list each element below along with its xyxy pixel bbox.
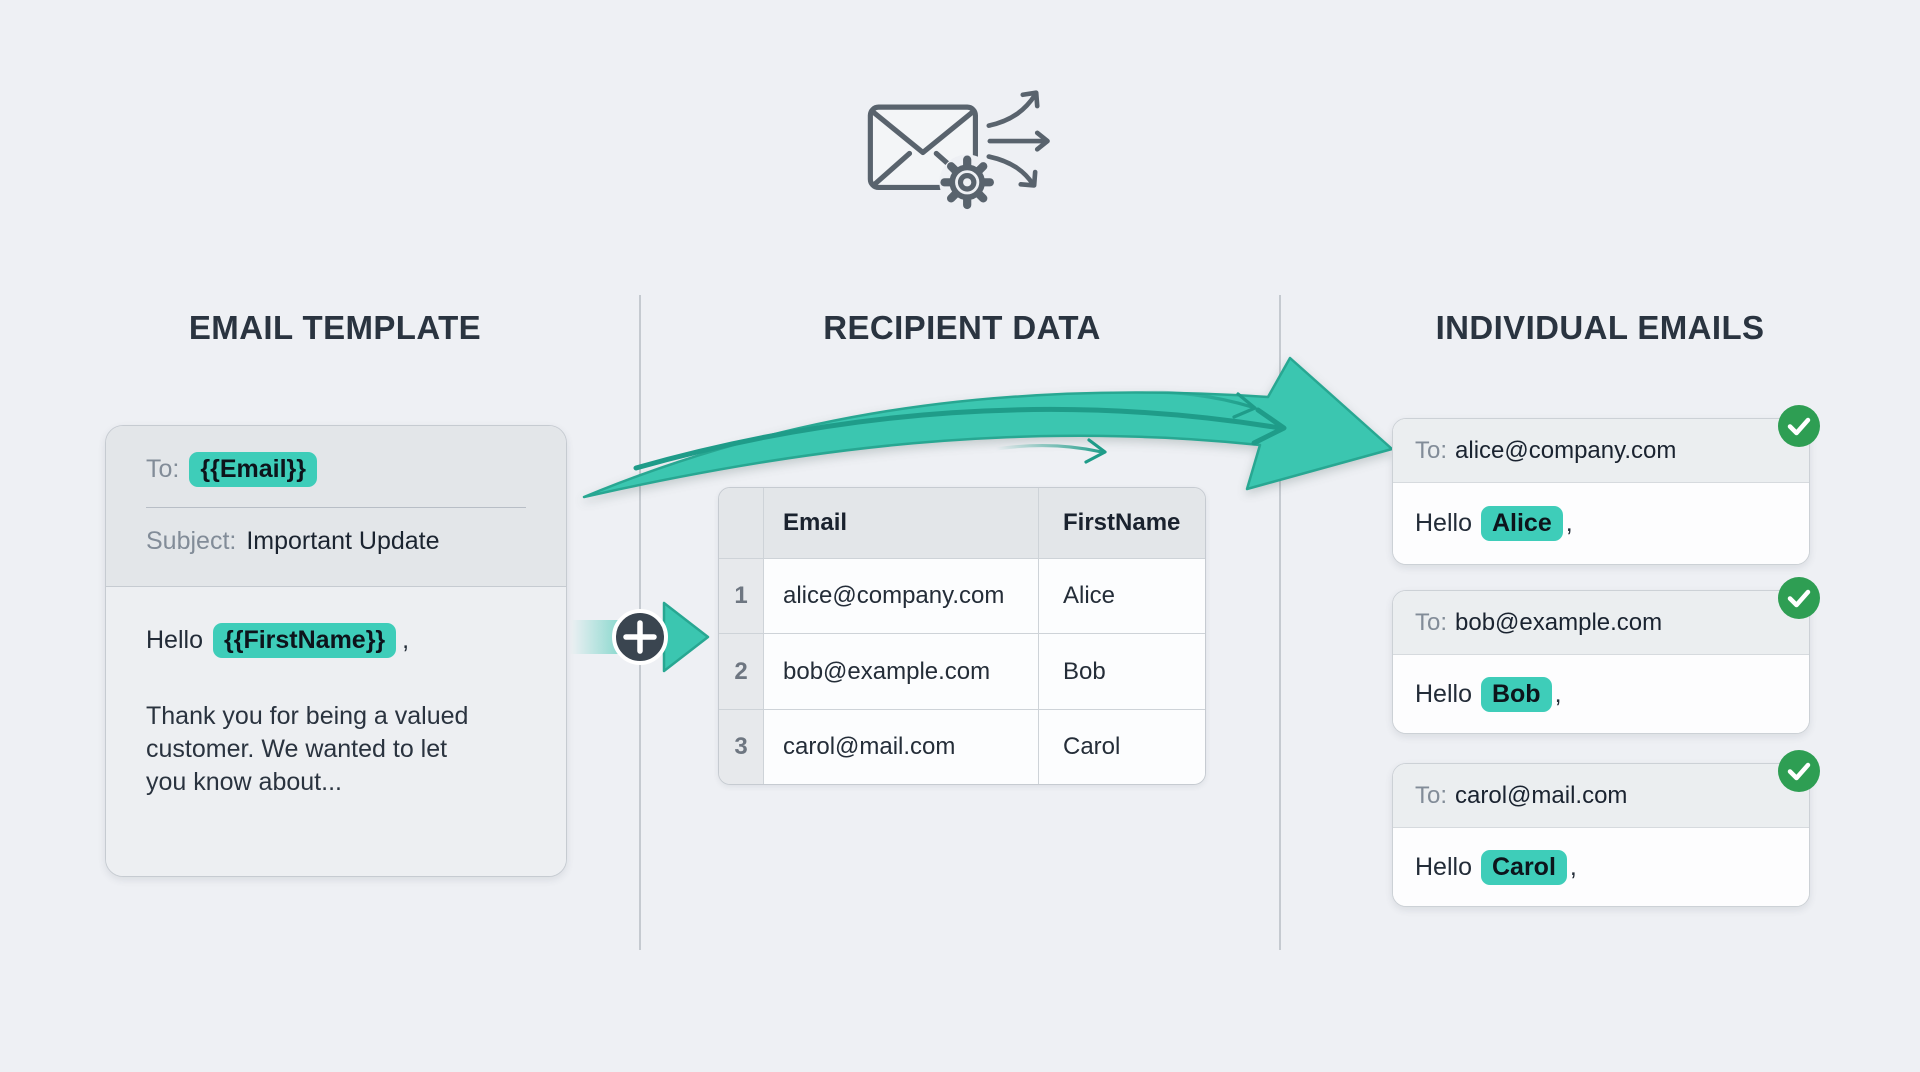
- cell-email: bob@example.com: [764, 634, 1039, 710]
- row-number: 1: [719, 559, 764, 634]
- greeting-suffix: ,: [402, 626, 410, 654]
- column-header-firstname: FirstName: [1039, 488, 1205, 559]
- table-corner-cell: [719, 488, 764, 559]
- greeting-suffix: ,: [1554, 679, 1562, 708]
- envelope-gear-fanout-icon: [867, 90, 1050, 211]
- template-card-header: To: {{Email}} Subject: Important Update: [106, 426, 566, 586]
- merged-name-pill: Carol: [1480, 849, 1567, 885]
- big-swoosh-arrow: [582, 356, 1394, 499]
- firstname-variable-pill: {{FirstName}}: [212, 623, 397, 658]
- template-body-text: Thank you for being a valued customer. W…: [146, 702, 469, 796]
- row-number: 3: [719, 710, 764, 784]
- greeting-suffix: ,: [1565, 509, 1573, 537]
- heading-email-template: EMAIL TEMPLATE: [188, 309, 482, 346]
- heading-individual-emails: INDIVIDUAL EMAILS: [1435, 309, 1765, 346]
- gear-icon: [939, 154, 995, 211]
- recipient-data-table: Email FirstName 1 alice@company.com Alic…: [718, 487, 1206, 785]
- cell-firstname: Bob: [1039, 634, 1205, 710]
- individual-email-card: To: bob@example.com Hello Bob ,: [1392, 577, 1820, 734]
- thin-arrow-lower: [994, 443, 1104, 454]
- greeting-prefix: Hello: [1415, 679, 1472, 708]
- thin-arrow-upper: [1130, 390, 1254, 409]
- greeting-prefix: Hello: [1415, 852, 1472, 881]
- email-template-card: To: {{Email}} Subject: Important Update …: [105, 425, 567, 877]
- to-address: bob@example.com: [1455, 608, 1663, 636]
- to-address: carol@mail.com: [1455, 781, 1628, 809]
- subject-value: Important Update: [246, 527, 440, 555]
- greeting-prefix: Hello: [146, 626, 203, 654]
- individual-email-card: To: carol@mail.com Hello Carol ,: [1392, 750, 1820, 907]
- template-card-body: Hello {{FirstName}} , Thank you for bein…: [106, 586, 566, 876]
- swoosh-inner-line: [633, 406, 1283, 471]
- cell-firstname: Carol: [1039, 710, 1205, 784]
- greeting-suffix: ,: [1569, 852, 1577, 881]
- greeting-prefix: Hello: [1415, 509, 1472, 537]
- check-icon: [1778, 750, 1820, 792]
- to-label: To:: [146, 455, 180, 483]
- subject-label: Subject:: [146, 527, 237, 555]
- cell-email: carol@mail.com: [764, 710, 1039, 784]
- to-address: alice@company.com: [1455, 436, 1677, 464]
- column-divider-right: [1279, 295, 1281, 950]
- individual-email-card: To: alice@company.com Hello Alice ,: [1392, 405, 1820, 565]
- merged-name-pill: Bob: [1480, 676, 1552, 712]
- to-label: To:: [1415, 781, 1448, 809]
- email-variable-pill: {{Email}}: [189, 452, 317, 487]
- cell-firstname: Alice: [1039, 559, 1205, 634]
- header-divider: [146, 507, 526, 508]
- row-number: 2: [719, 634, 764, 710]
- cell-email: alice@company.com: [764, 559, 1039, 634]
- merged-name-pill: Alice: [1480, 506, 1563, 541]
- check-icon: [1778, 577, 1820, 619]
- column-header-email: Email: [764, 488, 1039, 559]
- to-label: To:: [1415, 608, 1448, 636]
- to-label: To:: [1415, 436, 1448, 464]
- check-icon: [1778, 405, 1820, 447]
- heading-recipient-data: RECIPIENT DATA: [823, 309, 1101, 346]
- plus-merge-arrow-icon: [570, 601, 710, 673]
